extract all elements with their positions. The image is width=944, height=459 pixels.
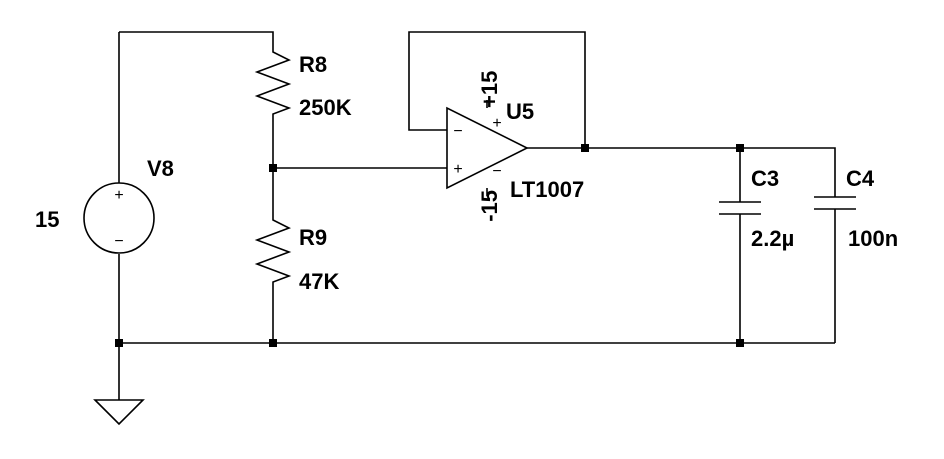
- capacitor-c3[interactable]: C3 2.2µ: [719, 166, 794, 251]
- v8-name-label: V8: [147, 156, 174, 181]
- opamp-triangle: [446, 106, 529, 190]
- resistor-r8[interactable]: R8 250K: [254, 45, 352, 122]
- source-plus-sign: +: [114, 187, 123, 204]
- junctions: [115, 144, 744, 347]
- resistor-zigzag: [254, 45, 292, 122]
- r8-value-label: 250K: [299, 95, 352, 120]
- r8-name-label: R8: [299, 52, 327, 77]
- junction-dot: [736, 144, 744, 152]
- capacitor-c4[interactable]: C4 100n: [814, 166, 898, 251]
- source-minus-sign: −: [114, 233, 123, 250]
- opamp-vpos-label: +15: [477, 71, 502, 108]
- opamp-u5[interactable]: − + + − +15 -15 U5 LT1007: [446, 71, 584, 222]
- wire-feedback: [408, 31, 586, 148]
- voltage-source-body: [83, 182, 155, 254]
- u5-model-label: LT1007: [510, 177, 584, 202]
- resistor-zigzag: [254, 212, 292, 290]
- junction-dot: [115, 339, 123, 347]
- ground-icon: [93, 399, 145, 426]
- r9-value-label: 47K: [299, 269, 339, 294]
- c4-name-label: C4: [846, 166, 875, 191]
- opamp-noninverting-symbol: +: [453, 161, 462, 178]
- opamp-inverting-symbol: −: [453, 123, 462, 140]
- wire-top-left: [119, 31, 274, 45]
- opamp-vpos-symbol: +: [492, 115, 501, 132]
- resistor-r9[interactable]: R9 47K: [254, 212, 339, 294]
- junction-dot: [269, 164, 277, 172]
- opamp-vneg-label: -15: [477, 190, 502, 222]
- junction-dot: [269, 339, 277, 347]
- c3-value-label: 2.2µ: [751, 226, 794, 251]
- voltage-source-v8[interactable]: + − V8 15: [35, 156, 174, 254]
- opamp-vneg-symbol: −: [492, 163, 501, 180]
- v8-value-label: 15: [35, 207, 59, 232]
- wire-opamp-output: [527, 147, 836, 197]
- junction-dot: [736, 339, 744, 347]
- c4-value-label: 100n: [848, 226, 898, 251]
- r9-name-label: R9: [299, 225, 327, 250]
- wires: [118, 31, 836, 400]
- u5-name-label: U5: [506, 99, 534, 124]
- c3-name-label: C3: [751, 166, 779, 191]
- junction-dot: [581, 144, 589, 152]
